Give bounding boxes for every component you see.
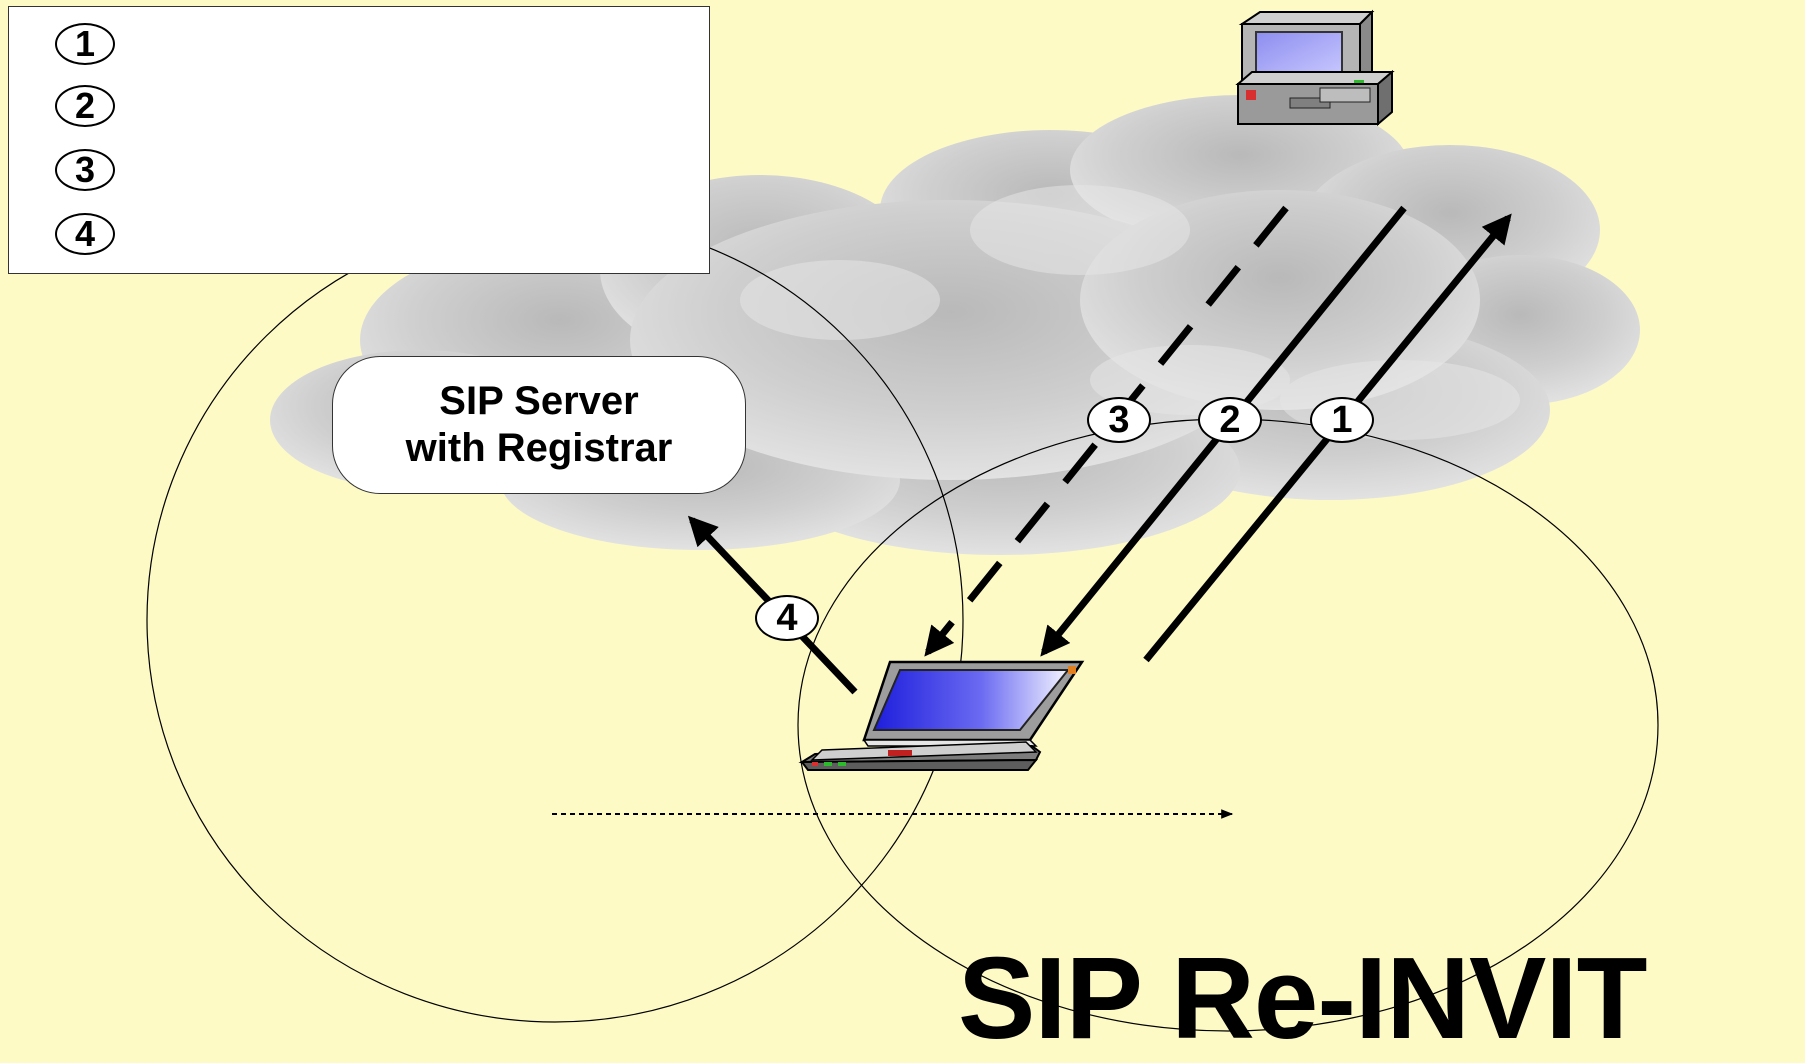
sip-server-line2: with Registrar [405,426,673,470]
page-title: SIP Re-INVIT [958,933,1647,1063]
legend-number-2: 2 [55,85,115,127]
legend-item-4: 4 [55,213,135,255]
sip-server-line1: SIP Server [439,379,639,423]
desktop-computer-icon [1235,9,1395,127]
sip-server-box: SIP Server with Registrar [332,356,746,494]
legend-item-2: 2 [55,85,135,127]
legend-box: 1 2 3 4 [8,6,710,274]
legend-number-3: 3 [55,149,115,191]
step-badge-1: 1 [1310,397,1374,443]
step-badge-2: 2 [1198,397,1262,443]
step-badge-4: 4 [755,595,819,641]
laptop-icon [798,660,1085,771]
legend-item-1: 1 [55,23,135,65]
step-3-arrow [924,205,1289,657]
legend-number-4: 4 [55,213,115,255]
step-badge-3: 3 [1087,397,1151,443]
legend-item-3: 3 [55,149,135,191]
legend-number-1: 1 [55,23,115,65]
